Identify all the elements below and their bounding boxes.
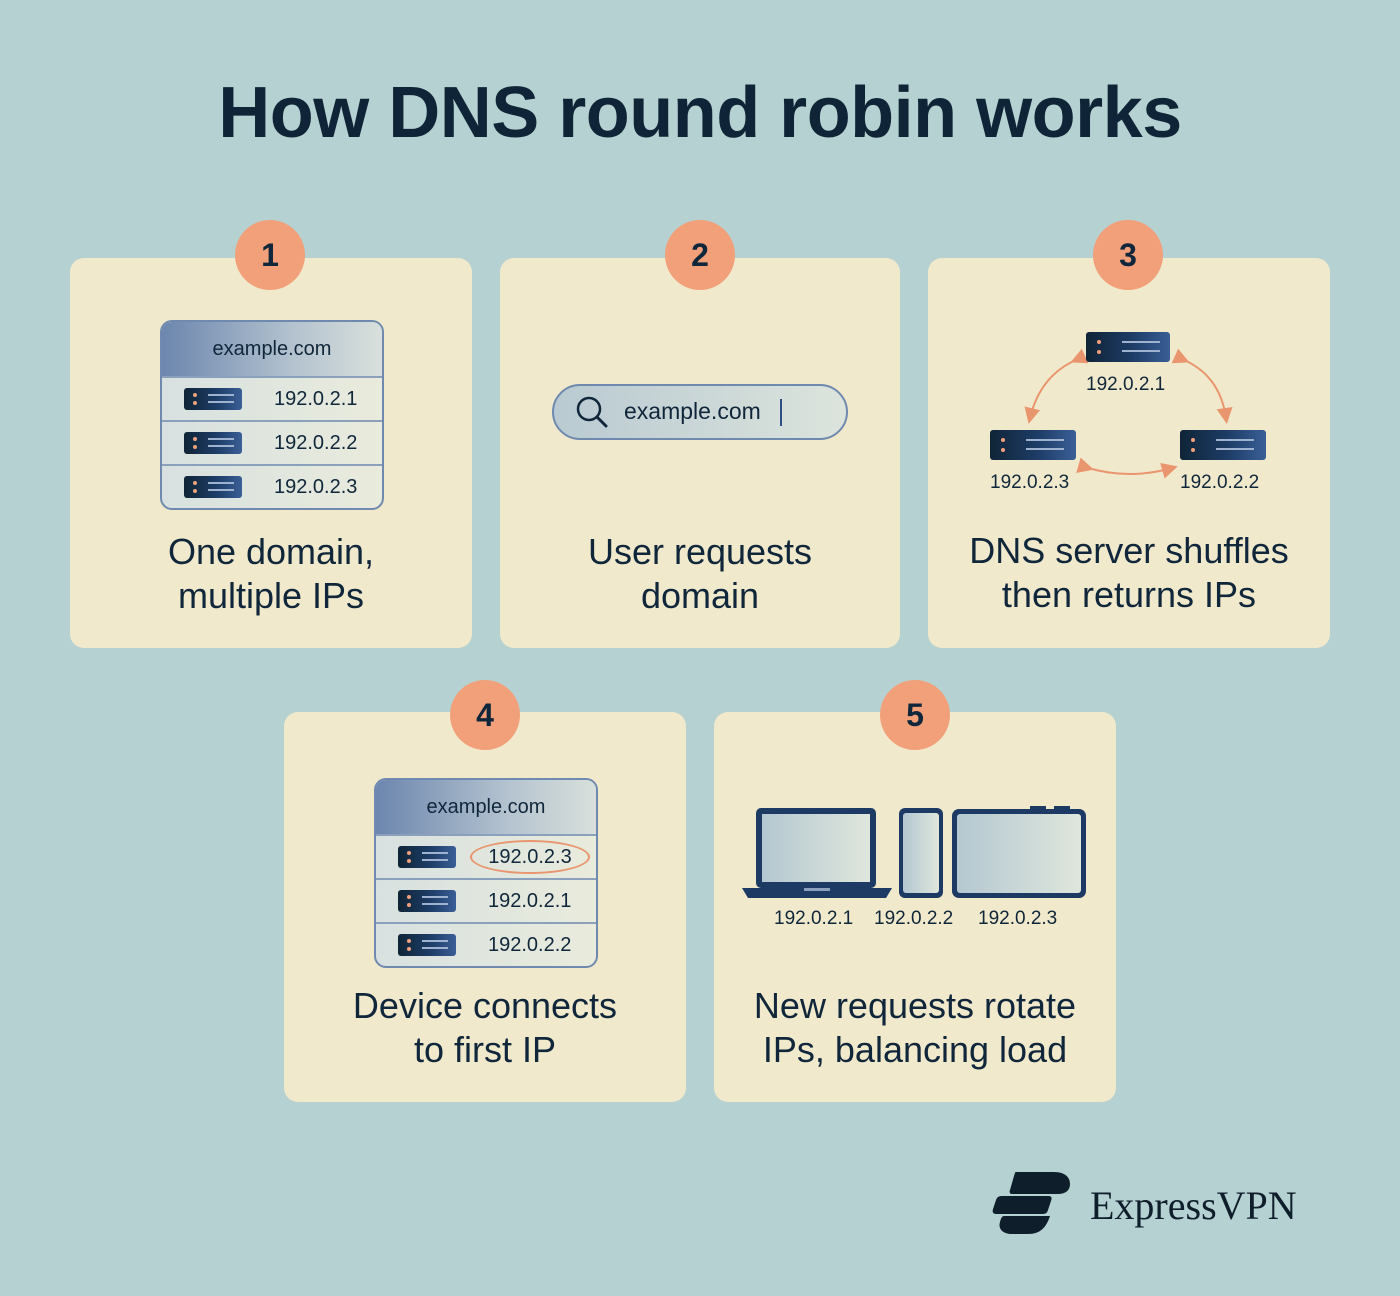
device-ip-label: 192.0.2.2 — [874, 908, 954, 929]
step-number-badge: 1 — [235, 220, 305, 290]
dns-table-ip: 192.0.2.2 — [274, 431, 358, 454]
search-input-value: example.com — [624, 398, 761, 424]
dns-table-ip: 192.0.2.3 — [274, 475, 358, 498]
dns-table-row: 192.0.2.2 — [162, 420, 382, 464]
step-card-3: 192.0.2.1 192.0.2.3 192.0.2.2 DNS server… — [928, 258, 1330, 648]
server-icon — [184, 476, 242, 498]
step-caption: Device connects to first IP — [352, 985, 618, 1070]
tablet-icon — [952, 806, 1086, 898]
shuffle-arrows — [1024, 348, 1233, 479]
step-number-badge: 2 — [665, 220, 735, 290]
step-number-badge: 4 — [450, 680, 520, 750]
dns-table-ip: 192.0.2.2 — [488, 933, 572, 956]
server-ip-label: 192.0.2.1 — [1086, 374, 1166, 395]
step-number-badge: 5 — [880, 680, 950, 750]
server-icon — [398, 846, 456, 868]
phone-icon — [899, 808, 943, 898]
dns-table-domain: example.com — [376, 780, 596, 834]
server-icon — [184, 388, 242, 410]
dns-record-table: example.com 192.0.2.3 192.0.2.1 192.0.2.… — [374, 778, 598, 968]
page-title: How DNS round robin works — [218, 73, 1182, 153]
dns-table-row: 192.0.2.1 — [376, 878, 596, 922]
dns-table-domain: example.com — [162, 322, 382, 376]
dns-table-row: 192.0.2.2 — [376, 922, 596, 966]
step-caption: DNS server shuffles then returns IPs — [969, 530, 1289, 615]
dns-table-row: 192.0.2.3 — [376, 834, 596, 878]
dns-table-ip: 192.0.2.1 — [488, 889, 572, 912]
highlighted-ip: 192.0.2.3 — [470, 840, 590, 874]
search-icon — [576, 396, 608, 428]
server-icon — [1180, 430, 1266, 460]
server-icon — [1086, 332, 1170, 362]
server-ip-label: 192.0.2.2 — [1180, 472, 1260, 493]
step-caption: One domain, multiple IPs — [167, 531, 375, 616]
device-ip-label: 192.0.2.3 — [978, 908, 1058, 929]
expressvpn-logo-icon — [992, 1172, 1070, 1234]
dns-record-table: example.com 192.0.2.1 192.0.2.2 192.0.2.… — [160, 320, 384, 510]
step-card-4: example.com 192.0.2.3 192.0.2.1 192.0.2.… — [284, 712, 686, 1102]
brand-name: ExpressVPN — [1090, 1183, 1297, 1228]
server-icon — [398, 934, 456, 956]
text-caret — [780, 399, 782, 426]
server-icon — [990, 430, 1076, 460]
step-card-1: example.com 192.0.2.1 192.0.2.2 192.0.2.… — [70, 258, 472, 648]
dns-table-ip: 192.0.2.1 — [274, 387, 358, 410]
server-ip-label: 192.0.2.3 — [990, 472, 1070, 493]
server-icon — [398, 890, 456, 912]
step-caption: New requests rotate IPs, balancing load — [753, 985, 1077, 1070]
laptop-icon — [742, 808, 892, 898]
step-caption: User requests domain — [587, 531, 813, 616]
dns-table-row: 192.0.2.1 — [162, 376, 382, 420]
search-bar: example.com — [552, 384, 848, 440]
dns-table-row: 192.0.2.3 — [162, 464, 382, 508]
server-icon — [184, 432, 242, 454]
step-card-2: example.com User requests domain — [500, 258, 900, 648]
step-card-5: 192.0.2.1 192.0.2.2 192.0.2.3 New reques… — [714, 712, 1116, 1102]
device-ip-label: 192.0.2.1 — [774, 908, 854, 929]
step-number-badge: 3 — [1093, 220, 1163, 290]
brand-logo: ExpressVPN — [990, 1170, 1330, 1240]
